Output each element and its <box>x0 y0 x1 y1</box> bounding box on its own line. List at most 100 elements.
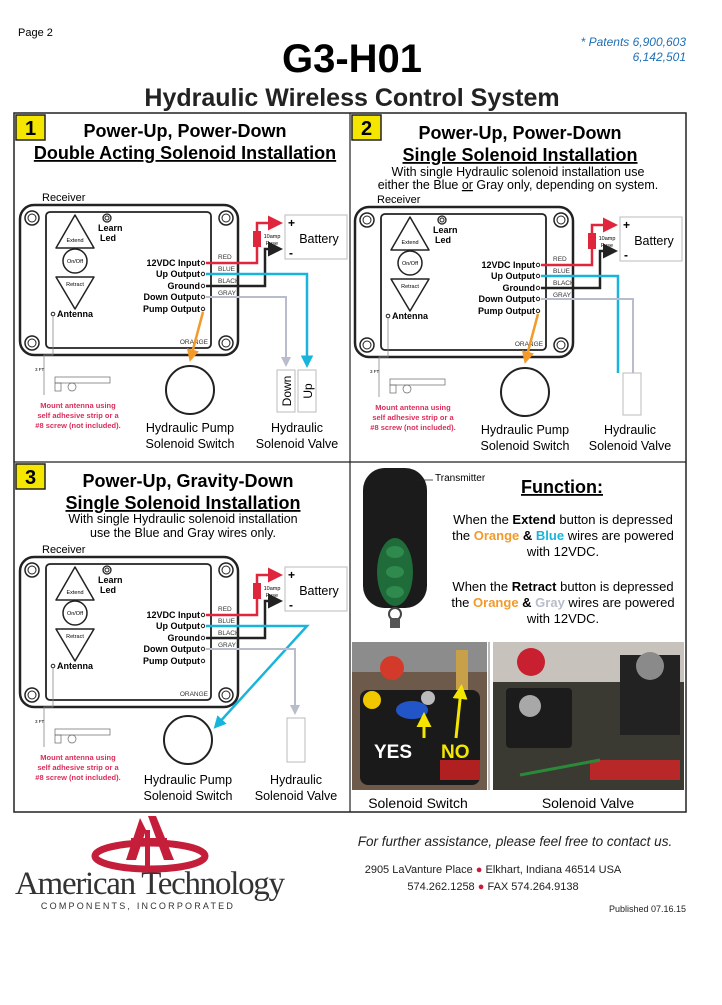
published-date: Published 07.16.15 <box>609 904 686 914</box>
valve-caption: Solenoid Valve <box>589 439 672 453</box>
terminal-label: 12VDC Input <box>146 258 200 268</box>
panel-3-diagram: ReceiverExtendOn/OffRetractLearnLed12VDC… <box>18 544 348 803</box>
solenoid-valve <box>286 717 306 763</box>
retract-button <box>390 278 430 312</box>
antenna-label: Antenna <box>57 661 94 671</box>
receiver-faceplate <box>45 563 212 701</box>
battery-minus: - <box>289 246 293 260</box>
fuse-label: 10amp <box>264 586 281 592</box>
black-wire <box>541 243 618 290</box>
terminal-label: Pump Output <box>478 306 535 316</box>
battery-box <box>284 566 348 612</box>
terminal-label: Down Output <box>144 292 200 302</box>
antenna-mount-note: #8 screw (not included). <box>35 421 120 430</box>
panel-number: 3 <box>25 467 36 489</box>
extend-button <box>55 214 95 249</box>
mounting-screw-icon <box>218 562 234 578</box>
panel-3-header: 3 Power-Up, Gravity-Down Single Solenoid… <box>15 463 301 540</box>
antenna-bracket-icon <box>389 378 446 394</box>
antenna-length-label: 3 FT <box>35 367 45 372</box>
antenna-wire <box>43 668 54 747</box>
black-wire <box>206 241 283 288</box>
company-logo: American Technology COMPONENTS, INCORPOR… <box>15 816 286 911</box>
panel-subheading: Single Solenoid Installation <box>65 493 300 513</box>
gray-wire <box>541 298 634 373</box>
mounting-screw-icon <box>359 337 375 353</box>
valve-caption: Hydraulic <box>270 773 322 787</box>
battery-box <box>284 214 348 260</box>
terminal-icon <box>200 646 206 652</box>
orange-wire <box>521 313 540 364</box>
terminal-label: Down Output <box>144 644 200 654</box>
learn-led-icon <box>102 565 112 575</box>
receiver-title: Receiver <box>42 192 86 204</box>
valve-caption: Solenoid Valve <box>256 437 339 451</box>
battery-minus: - <box>624 248 628 262</box>
battery-box <box>619 216 683 262</box>
solenoid-valve-photo <box>493 642 684 790</box>
function-retract-line3: with 12VDC. <box>526 611 599 626</box>
terminal-icon <box>200 635 206 641</box>
panel-heading: Power-Up, Gravity-Down <box>82 471 293 491</box>
wire-color-label: RED <box>218 606 232 613</box>
mounting-screw-icon <box>218 335 234 351</box>
antenna-terminal-icon <box>50 311 56 317</box>
onoff-button <box>62 600 88 626</box>
blue-wire <box>206 624 310 729</box>
red-wire <box>206 567 283 617</box>
retract-button <box>55 276 95 310</box>
battery-plus: + <box>288 216 295 230</box>
terminal-icon <box>535 262 541 268</box>
function-extend-line3: with 12VDC. <box>526 544 599 559</box>
antenna-mount-note: Mount antenna using <box>375 403 451 412</box>
panel-note-line2: either the Blue or Gray only, depending … <box>378 178 659 192</box>
panel-4-function: Transmitter Function: When the Extend bu… <box>352 468 684 811</box>
wire-color-label: GRAY <box>218 642 237 649</box>
learn-label: Learn <box>98 575 123 585</box>
antenna-mount-note: self adhesive strip or a <box>372 413 454 422</box>
retract-label: Retract <box>66 282 84 288</box>
terminal-icon <box>200 283 206 289</box>
company-name: American Technology <box>15 866 286 902</box>
patents-line1: * Patents 6,900,603 <box>581 35 687 49</box>
mounting-screw-icon <box>359 212 375 228</box>
terminal-icon <box>200 271 206 277</box>
mounting-screw-icon <box>24 335 40 351</box>
panel-2-diagram: ReceiverExtendOn/OffRetractLearnLed12VDC… <box>353 194 683 453</box>
page-label: Page 2 <box>18 27 53 39</box>
battery-label: Battery <box>634 234 674 248</box>
battery-plus: + <box>623 218 630 232</box>
black-wire <box>206 593 283 640</box>
retract-label: Retract <box>401 284 419 290</box>
antenna-mount-note: Mount antenna using <box>40 401 116 410</box>
wire-color-label: GRAY <box>553 292 572 299</box>
orange-wire-label: ORANGE <box>180 691 209 698</box>
pump-caption: Hydraulic Pump <box>146 421 234 435</box>
terminal-icon <box>535 296 541 302</box>
document-title: Hydraulic Wireless Control System <box>144 84 559 112</box>
terminal-icon <box>200 306 206 312</box>
terminal-label: Pump Output <box>143 656 200 666</box>
mounting-screw-icon <box>24 687 40 703</box>
antenna-bracket-icon <box>54 728 111 744</box>
valve-caption: Hydraulic <box>604 423 656 437</box>
antenna-mount-note: Mount antenna using <box>40 753 116 762</box>
panel-number: 2 <box>361 118 372 140</box>
onoff-label: On/Off <box>67 611 84 617</box>
valve-down-port <box>276 369 296 413</box>
antenna-label: Antenna <box>392 311 429 321</box>
valve-caption: Solenoid Valve <box>255 789 338 803</box>
wire-color-label: BLACK <box>218 630 240 637</box>
pump-caption: Hydraulic Pump <box>144 773 232 787</box>
valve-up-port <box>297 369 317 413</box>
no-label: NO <box>441 742 470 763</box>
extend-button <box>390 216 430 251</box>
panel-note-line2: use the Blue and Gray wires only. <box>90 526 276 540</box>
extend-label: Extend <box>401 240 418 246</box>
battery-label: Battery <box>299 232 339 246</box>
antenna-mount-note: self adhesive strip or a <box>37 411 119 420</box>
onoff-label: On/Off <box>402 261 419 267</box>
photo-caption-solenoid-valve: Solenoid Valve <box>542 795 635 811</box>
antenna-terminal-icon <box>385 313 391 319</box>
